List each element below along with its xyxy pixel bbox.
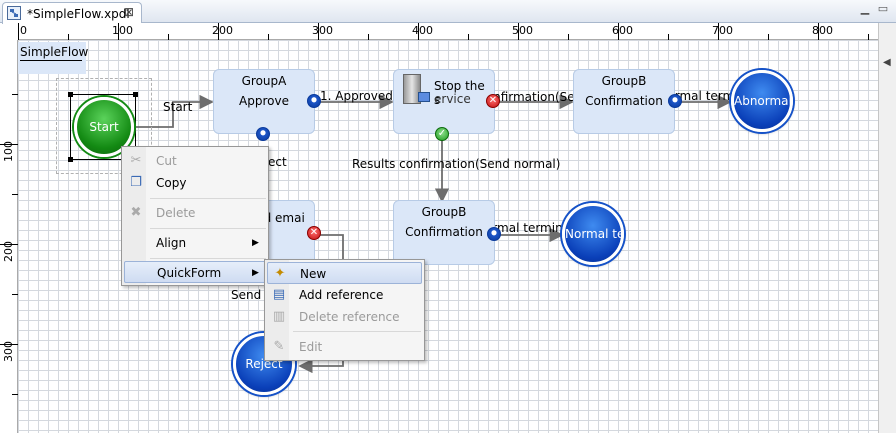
edge-label-results-normal[interactable]: Results confirmation(Send normal) bbox=[352, 157, 561, 171]
success-port-icon[interactable]: ✓ bbox=[435, 127, 449, 141]
task-stop-service[interactable]: Stop the s ervice bbox=[393, 69, 495, 134]
selection-box bbox=[70, 94, 136, 160]
selection-handle[interactable] bbox=[133, 92, 138, 97]
edge-label-send[interactable]: Send r bbox=[231, 288, 270, 302]
add-reference-icon: ▤ bbox=[272, 287, 286, 302]
ruler-tick-label: 200 bbox=[212, 24, 233, 37]
edge-label-approved[interactable]: 1. Approved bbox=[320, 89, 393, 103]
scissors-icon: ✂ bbox=[130, 153, 142, 168]
menu-item-cut[interactable]: ✂ Cut bbox=[124, 150, 266, 172]
editor-tab[interactable]: *SimpleFlow.xpdl ⊠ bbox=[2, 2, 142, 24]
menu-item-align[interactable]: Align ▶ bbox=[124, 232, 266, 254]
edge-label-start[interactable]: Start bbox=[163, 100, 193, 114]
port-blue[interactable] bbox=[487, 227, 501, 241]
ruler-tick-label: 300 bbox=[2, 341, 15, 362]
task-groupa-approve[interactable]: GroupA Approve bbox=[213, 69, 315, 134]
submenu-arrow-icon: ▶ bbox=[252, 268, 259, 278]
ruler-tick-label: 500 bbox=[512, 24, 533, 37]
editor-tab-bar: *SimpleFlow.xpdl ⊠ ▁ ▭ bbox=[0, 0, 896, 24]
port-blue[interactable] bbox=[256, 127, 270, 141]
diagram-canvas[interactable]: SimpleFlow Start 1. Approved Results con… bbox=[18, 40, 878, 433]
ruler-tick-label: 700 bbox=[712, 24, 733, 37]
close-tab-icon[interactable]: ⊠ bbox=[124, 5, 135, 19]
end-node-abnormal[interactable]: Abnormal bbox=[731, 70, 793, 132]
ruler-tick-label: 200 bbox=[2, 241, 15, 262]
port-blue[interactable] bbox=[307, 94, 321, 108]
palette-collapse-bar[interactable]: ◀ bbox=[878, 23, 896, 433]
selection-handle[interactable] bbox=[68, 157, 73, 162]
menu-item-quickform[interactable]: QuickForm ▶ bbox=[124, 261, 266, 283]
task-groupb-confirmation-bottom[interactable]: GroupB Confirmation bbox=[393, 200, 495, 265]
ruler-tick-label: 300 bbox=[312, 24, 333, 37]
ruler-tick-label: 800 bbox=[812, 24, 833, 37]
menu-item-copy[interactable]: ❐ Copy bbox=[124, 172, 266, 194]
selection-handle[interactable] bbox=[68, 92, 73, 97]
ruler-tick-label: 100 bbox=[2, 141, 15, 162]
edge-label-reject[interactable]: ect bbox=[268, 155, 287, 169]
tab-title: *SimpleFlow.xpdl bbox=[27, 7, 130, 21]
ruler-tick-label: 600 bbox=[612, 24, 633, 37]
server-icon bbox=[403, 74, 421, 104]
minimize-icon[interactable]: ▁ bbox=[860, 2, 870, 15]
context-menu: ✂ Cut ❐ Copy ✖ Delete Align ▶ QuickForm … bbox=[121, 146, 269, 286]
delete-reference-icon: ▥ bbox=[272, 309, 286, 324]
vertical-ruler: 100 200 300 bbox=[0, 40, 18, 433]
form-badge-icon bbox=[418, 92, 430, 102]
delete-icon: ✖ bbox=[130, 205, 142, 220]
menu-item-add-reference[interactable]: ▤ Add reference bbox=[272, 287, 384, 302]
menu-item-delete-reference[interactable]: ▥ Delete reference bbox=[272, 309, 400, 324]
ruler-tick-label: 100 bbox=[112, 24, 133, 37]
xpdl-file-icon bbox=[7, 6, 21, 20]
copy-icon: ❐ bbox=[130, 175, 142, 190]
selection-dashed-box bbox=[56, 78, 152, 174]
quickform-submenu: ✦ New ▤ Add reference ▥ Delete reference… bbox=[264, 259, 425, 361]
menu-item-edit[interactable]: ✎ Edit bbox=[267, 336, 422, 358]
port-blue[interactable] bbox=[668, 94, 682, 108]
maximize-icon[interactable]: ▭ bbox=[877, 2, 889, 15]
ruler-tick-label: 400 bbox=[412, 24, 433, 37]
horizontal-ruler: 0 100 200 300 400 500 600 700 800 bbox=[18, 23, 878, 40]
submenu-arrow-icon: ▶ bbox=[252, 238, 259, 248]
error-port-icon[interactable]: ✕ bbox=[486, 94, 500, 108]
edit-icon: ✎ bbox=[273, 339, 285, 354]
ruler-tick-label: 0 bbox=[20, 24, 27, 37]
new-form-icon: ✦ bbox=[274, 266, 286, 281]
end-node-normal[interactable]: Normal te bbox=[562, 203, 624, 265]
task-groupb-confirmation-top[interactable]: GroupB Confirmation bbox=[573, 69, 675, 134]
menu-item-delete[interactable]: ✖ Delete bbox=[124, 202, 266, 224]
error-port-icon[interactable]: ✕ bbox=[307, 226, 321, 240]
chevron-left-icon[interactable]: ◀ bbox=[883, 57, 891, 68]
flow-edges bbox=[136, 94, 732, 374]
pool-label[interactable]: SimpleFlow bbox=[18, 42, 88, 74]
menu-item-new[interactable]: ✦ New bbox=[267, 262, 422, 284]
